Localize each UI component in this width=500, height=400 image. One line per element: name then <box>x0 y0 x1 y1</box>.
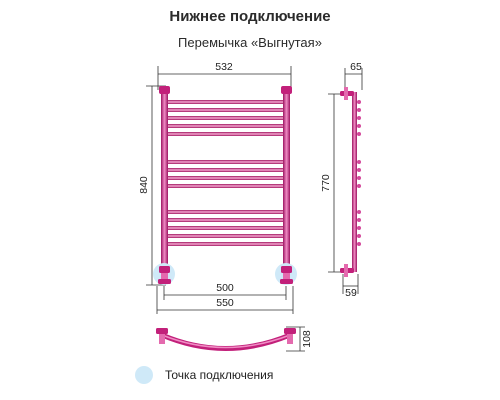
diagram-subtitle: Перемычка «Выгнутая» <box>178 35 322 50</box>
crossbar <box>168 168 283 172</box>
crossbar <box>168 226 283 230</box>
side-crossbar-profiles <box>357 100 361 246</box>
crossbar <box>168 234 283 238</box>
connection-point-swatch <box>135 366 153 384</box>
top-view-end-right <box>284 328 296 344</box>
crossbar <box>168 108 283 112</box>
dim-height: 840 <box>138 85 166 286</box>
top-view-end-left <box>156 328 168 344</box>
crossbar <box>168 184 283 188</box>
front-view: 532 840 <box>138 61 297 314</box>
dim-outer-width: 550 <box>156 286 294 314</box>
dim-side-height-label: 770 <box>320 174 332 192</box>
crossbar <box>168 100 283 104</box>
dim-bottom-depth: 59 <box>342 274 359 299</box>
crossbar <box>168 132 283 136</box>
bottom-fitting-left <box>158 266 171 284</box>
left-top-cap <box>159 86 170 94</box>
dim-inner-width: 500 <box>163 282 287 300</box>
legend: Точка подключения <box>135 366 273 384</box>
side-rail <box>352 92 357 272</box>
crossbar <box>168 242 283 246</box>
crossbar <box>168 116 283 120</box>
dim-side-height: 770 <box>320 93 350 273</box>
right-top-cap <box>281 86 292 94</box>
dim-height-label: 840 <box>138 176 150 194</box>
dim-top-width: 532 <box>157 61 292 90</box>
bottom-fitting-right <box>280 266 293 284</box>
crossbar <box>168 210 283 214</box>
crossbar <box>168 124 283 128</box>
top-view: 108 <box>156 326 313 352</box>
crossbar <box>168 218 283 222</box>
dim-inner-width-label: 500 <box>216 282 234 294</box>
dim-outer-width-label: 550 <box>216 297 234 309</box>
right-rail <box>283 90 290 268</box>
legend-label: Точка подключения <box>165 368 274 382</box>
dim-depth-label: 65 <box>350 61 362 73</box>
dim-depth: 65 <box>344 61 363 90</box>
dim-bow-depth: 108 <box>286 326 313 352</box>
diagram-title: Нижнее подключение <box>169 8 331 25</box>
crossbar <box>168 160 283 164</box>
dim-bottom-depth-label: 59 <box>345 287 357 299</box>
side-view: 65 770 59 <box>320 61 363 299</box>
crossbars <box>168 100 283 246</box>
left-rail <box>161 90 168 268</box>
dim-bow-depth-label: 108 <box>301 330 313 348</box>
crossbar <box>168 176 283 180</box>
dim-top-width-label: 532 <box>215 61 233 73</box>
